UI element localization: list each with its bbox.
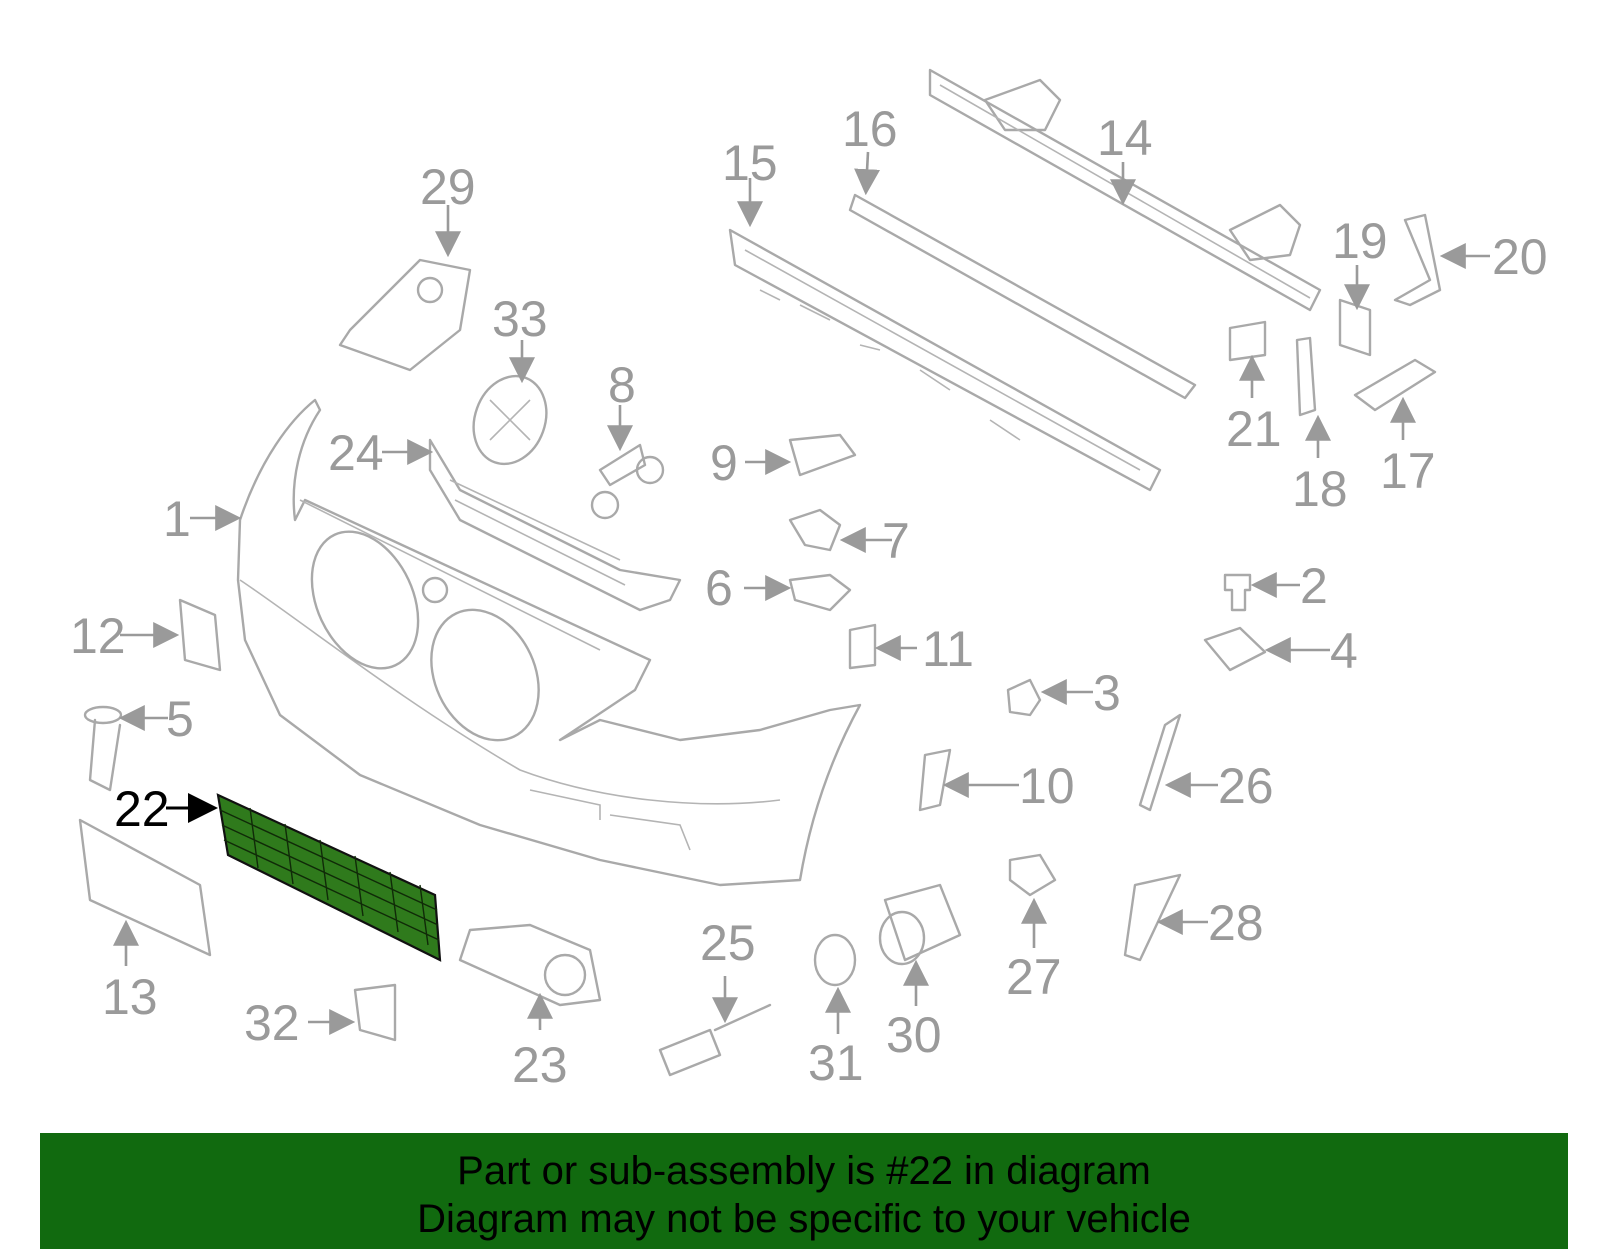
part-22-lower-grille <box>216 793 442 962</box>
part-28-reflector <box>1123 873 1182 962</box>
callout-5: 5 <box>166 691 194 747</box>
callout-17: 17 <box>1380 443 1436 499</box>
callout-labels: 16 14 15 29 33 8 9 7 6 11 24 1 12 5 13 2… <box>70 101 1548 1093</box>
part-25-sensor <box>658 1003 772 1077</box>
part-21-bracket <box>1228 320 1267 362</box>
callout-33: 33 <box>492 291 548 347</box>
part-14-reinforcement <box>928 68 1322 312</box>
part-31-cap <box>813 933 857 987</box>
part-9-cap <box>788 433 857 477</box>
callout-26: 26 <box>1218 758 1274 814</box>
part-1-bumper-cover <box>236 398 862 887</box>
part-6-bracket <box>788 573 852 612</box>
part-30-sensor <box>878 883 962 966</box>
callout-7: 7 <box>882 513 910 569</box>
part-20-bracket <box>1393 213 1442 307</box>
callout-24: 24 <box>328 425 384 481</box>
banner-line-1: Part or sub-assembly is #22 in diagram <box>457 1149 1151 1193</box>
callout-16: 16 <box>842 101 898 157</box>
callout-15: 15 <box>722 135 778 191</box>
callout-14: 14 <box>1097 110 1153 166</box>
part-24-trim <box>428 438 682 612</box>
part-17-block <box>1353 358 1437 412</box>
callout-2: 2 <box>1300 558 1328 614</box>
part-2-bolt <box>1223 573 1252 612</box>
part-16-strip <box>848 193 1197 400</box>
callout-27: 27 <box>1006 949 1062 1005</box>
callout-1: 1 <box>163 491 191 547</box>
part-33-emblem <box>472 374 548 466</box>
callout-21: 21 <box>1226 401 1282 457</box>
part-29-duct <box>338 258 472 372</box>
part-23-fog-grille <box>458 923 602 1007</box>
part-10-bracket <box>918 748 952 812</box>
part-19-bracket <box>1338 298 1372 357</box>
callout-arrows <box>113 151 1490 1035</box>
part-27-connector <box>1008 853 1057 897</box>
callout-10: 10 <box>1019 758 1075 814</box>
callout-23: 23 <box>512 1037 568 1093</box>
part-12-bracket <box>178 598 222 672</box>
callout-32: 32 <box>244 995 300 1051</box>
part-26-strip <box>1138 713 1182 812</box>
callout-19: 19 <box>1332 213 1388 269</box>
part-5-clip <box>83 705 123 792</box>
part-3-clip <box>1006 678 1042 717</box>
callout-25: 25 <box>700 915 756 971</box>
part-8-bracket <box>590 443 665 520</box>
part-7-bracket <box>788 508 842 552</box>
banner-line-2: Diagram may not be specific to your vehi… <box>417 1197 1191 1241</box>
callout-20: 20 <box>1492 229 1548 285</box>
callout-22: 22 <box>114 781 170 837</box>
callout-6: 6 <box>705 560 733 616</box>
callout-31: 31 <box>808 1035 864 1091</box>
part-4-nut <box>1203 626 1267 672</box>
callout-28: 28 <box>1208 895 1264 951</box>
part-13-plate-bracket <box>78 818 212 957</box>
callout-18: 18 <box>1292 461 1348 517</box>
part-18-bracket <box>1295 336 1317 417</box>
callout-11: 11 <box>922 621 974 677</box>
part-11-clip <box>848 623 877 670</box>
part-32-bracket <box>353 983 397 1042</box>
callout-4: 4 <box>1330 623 1358 679</box>
part-15-absorber <box>728 228 1162 492</box>
callout-29: 29 <box>420 159 476 215</box>
callout-12: 12 <box>70 608 126 664</box>
callout-3: 3 <box>1093 665 1121 721</box>
info-banner: Part or sub-assembly is #22 in diagram D… <box>40 1133 1568 1249</box>
callout-13: 13 <box>102 969 158 1025</box>
callout-9: 9 <box>710 435 738 491</box>
callout-8: 8 <box>608 357 636 413</box>
callout-30: 30 <box>886 1007 942 1063</box>
